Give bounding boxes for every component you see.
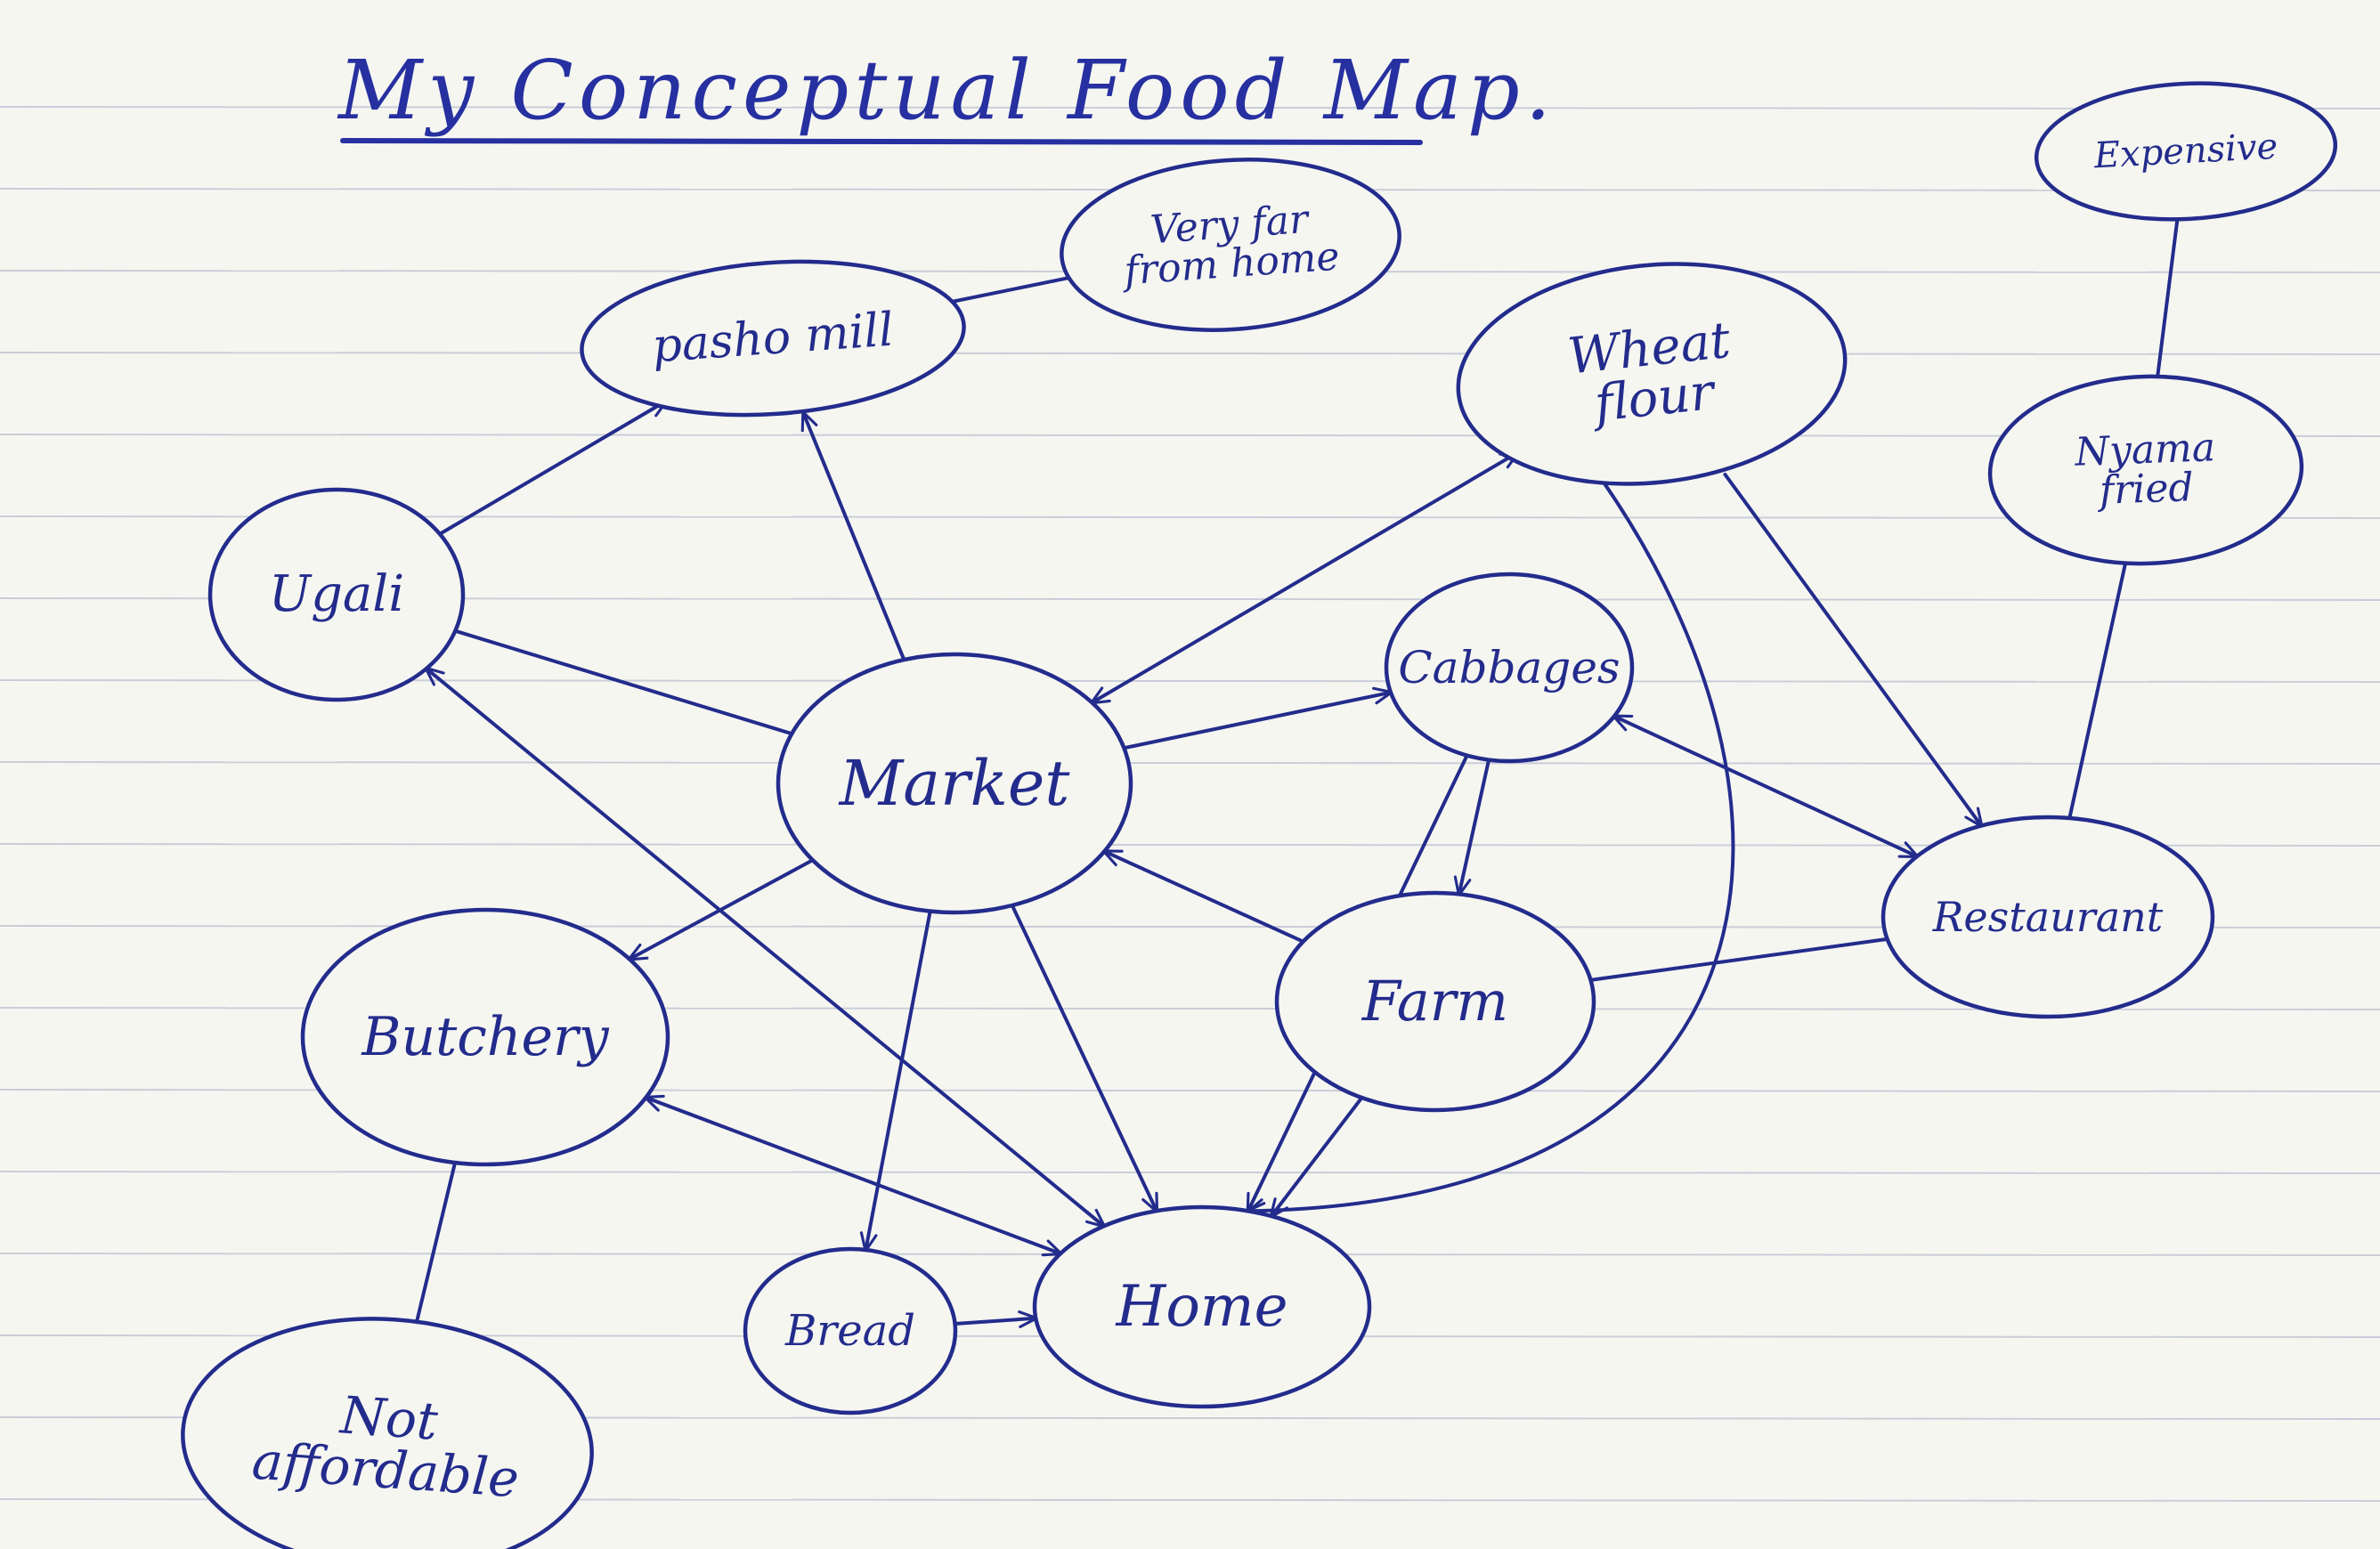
edge-farm-to-home — [1269, 1096, 1364, 1219]
ruled-line — [0, 1171, 2380, 1174]
node-restaurant — [1880, 815, 2215, 1019]
edge-market-to-cabbages — [1122, 686, 1393, 750]
node-very-far — [1060, 158, 1401, 332]
node-cabbages — [1384, 572, 1635, 764]
edge-cabbages-to-restaurant — [1612, 714, 1920, 859]
edge-ugali-to-pasho-mill — [437, 399, 669, 536]
edge-ugali-to-market — [453, 629, 794, 736]
node-bread — [743, 1246, 958, 1415]
edge-market-to-wheat-flour — [1089, 450, 1521, 705]
edge-market-to-pasho-mill — [800, 410, 906, 662]
node-expensive — [2034, 81, 2338, 222]
ruled-line — [0, 106, 2380, 109]
node-label-line: Farm — [1361, 969, 1509, 1034]
node-label-line: Butchery — [361, 1006, 609, 1068]
node-label-expensive: Expensive — [2092, 126, 2279, 177]
node-label-line: Bread — [785, 1306, 915, 1356]
page-title: My Conceptual Food Map. — [338, 43, 1556, 138]
node-label-restaurant: Restaurant — [1933, 896, 2164, 937]
edge-bread-to-home — [953, 1310, 1038, 1328]
edge-farm-to-market — [1101, 849, 1305, 944]
node-label-farm: Farm — [1362, 974, 1508, 1029]
edge-butchery-to-home — [643, 1094, 1063, 1257]
node-label-line: Expensive — [2092, 126, 2279, 177]
node-label-bread: Bread — [785, 1310, 915, 1352]
nodes-layer — [181, 81, 2338, 1549]
node-label-market: Market — [840, 752, 1070, 815]
node-label-line: Market — [839, 747, 1070, 820]
node-not-affordable — [181, 1317, 594, 1549]
node-label-line: Home — [1116, 1274, 1288, 1340]
node-label-cabbages: Cabbages — [1398, 645, 1620, 690]
edge-market-to-home — [1010, 904, 1159, 1213]
edge-nyama-fried-to-restaurant — [2067, 561, 2128, 820]
edge-butchery-to-not-affordable — [415, 1161, 458, 1323]
node-pasho-mill — [580, 259, 966, 418]
edge-pasho-mill-to-very-far — [941, 274, 1076, 305]
node-wheat-flour — [1456, 262, 1848, 486]
edges-layer — [415, 216, 2180, 1328]
edge-farm-to-restaurant — [1588, 937, 1889, 982]
node-butchery — [300, 907, 670, 1167]
node-label-line: Cabbages — [1398, 642, 1621, 693]
ruled-line — [0, 352, 2380, 355]
node-nyama-fried — [1987, 374, 2304, 566]
edge-cabbages-to-farm — [1453, 758, 1491, 897]
node-home — [1032, 1204, 1372, 1409]
node-label-home: Home — [1117, 1278, 1288, 1335]
node-ugali — [207, 487, 466, 702]
edge-wheat-flour-to-restaurant — [1723, 472, 1984, 829]
node-label-line: Restaurant — [1932, 893, 2164, 941]
ruled-line — [0, 761, 2380, 765]
ruled-line — [0, 434, 2380, 437]
node-label-ugali: Ugali — [269, 570, 404, 620]
node-farm — [1274, 890, 1596, 1113]
title-underline — [340, 138, 1423, 145]
node-market — [776, 652, 1133, 915]
node-label-butchery: Butchery — [361, 1010, 608, 1064]
edge-expensive-to-nyama-fried — [2156, 216, 2180, 379]
node-label-line: Ugali — [268, 565, 405, 623]
